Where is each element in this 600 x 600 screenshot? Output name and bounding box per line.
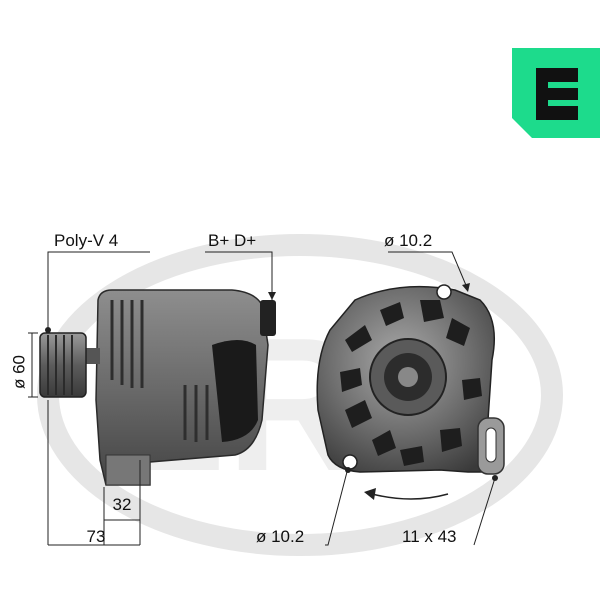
dim-32-label: 32: [113, 495, 132, 514]
terminal-pointer-arrow: [268, 292, 276, 300]
rear-cover: [212, 340, 258, 442]
side-dimension-lines: [28, 251, 273, 546]
brand-badge: [512, 48, 600, 138]
hole-bottom-dot: [345, 467, 351, 473]
slot-dot: [492, 475, 498, 481]
slot-size-label: 11 x 43: [402, 527, 457, 546]
hole-bottom-diameter-label: ø 10.2: [256, 527, 304, 546]
mount-hole-top: [436, 284, 452, 300]
slot-hole: [485, 427, 497, 463]
mount-ear: [105, 454, 151, 486]
rotation-arrow-head: [364, 488, 376, 500]
badge-e-icon: [536, 68, 578, 120]
vent-pattern: [340, 300, 482, 466]
hole-top-diameter-label: ø 10.2: [384, 231, 432, 250]
dim-73-label: 73: [87, 527, 106, 546]
pulley-diameter-label: ø 60: [9, 355, 28, 389]
pulley: [39, 332, 87, 398]
hole-top-arrow: [462, 283, 470, 292]
cooling-fins: [110, 300, 209, 442]
front-dimension-lines: [325, 251, 496, 546]
rotation-arrow: [371, 493, 449, 500]
mount-hole-bottom: [342, 454, 358, 470]
pulley-pointer-dot: [45, 327, 51, 333]
terminal-block: [260, 300, 276, 336]
pulley-type-label: Poly-V 4: [54, 231, 118, 250]
alternator-front-view: [316, 284, 505, 475]
shaft-end: [398, 367, 418, 387]
terminals-label: B+ D+: [208, 231, 256, 250]
alternator-side-view: [39, 289, 276, 486]
shaft: [84, 348, 100, 364]
